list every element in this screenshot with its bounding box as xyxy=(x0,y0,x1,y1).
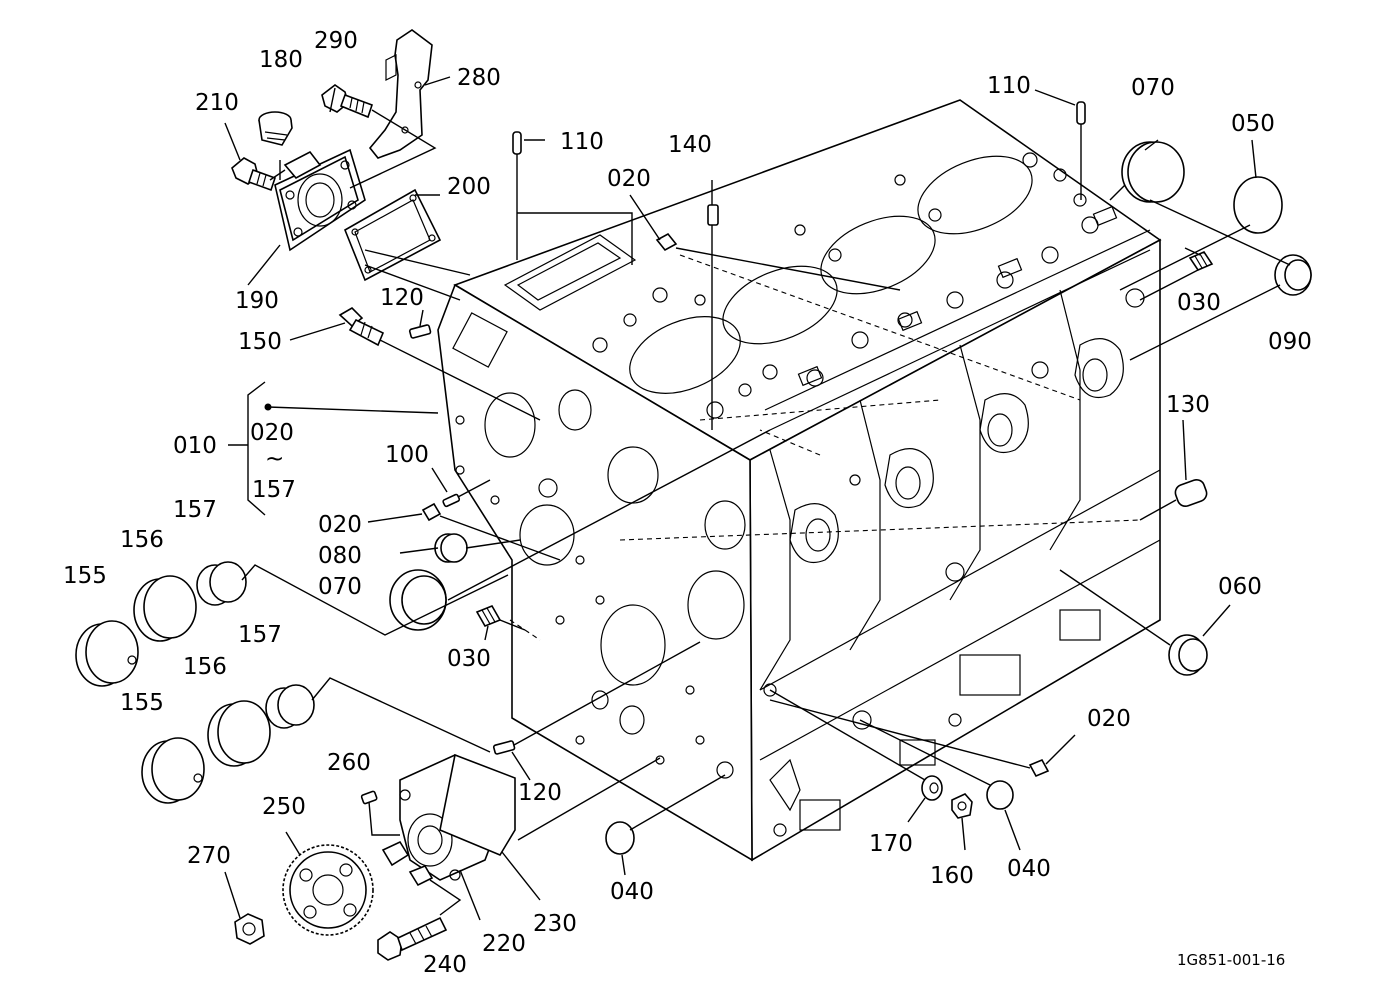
callout-190: 190 xyxy=(235,288,279,314)
callout-155-lower: 155 xyxy=(120,690,164,716)
callout-110-left: 110 xyxy=(560,129,604,155)
callout-030-front: 030 xyxy=(447,646,491,672)
part-156-bushing-upper xyxy=(133,575,197,642)
callout-050: 050 xyxy=(1231,111,1275,137)
part-110-dowel-pin-left xyxy=(512,131,522,155)
callout-180: 180 xyxy=(259,47,303,73)
callout-280: 280 xyxy=(457,65,501,91)
callout-040-right: 040 xyxy=(1007,856,1051,882)
callout-070-front: 070 xyxy=(318,574,362,600)
callout-170: 170 xyxy=(869,831,913,857)
part-110-dowel-pin-right xyxy=(1076,101,1086,125)
part-290-bolt xyxy=(321,84,374,119)
part-080-bush xyxy=(434,533,468,563)
part-140-pin xyxy=(707,204,719,226)
part-240-bolt xyxy=(377,916,448,961)
callout-010: 010 xyxy=(173,433,217,459)
callout-060: 060 xyxy=(1218,574,1262,600)
callout-070-right: 070 xyxy=(1131,75,1175,101)
callout-210: 210 xyxy=(195,90,239,116)
callout-020-front: 020 xyxy=(318,512,362,538)
part-030-plug-front xyxy=(475,604,502,628)
callout-030-right: 030 xyxy=(1177,290,1221,316)
callout-120-upper: 120 xyxy=(380,285,424,311)
figure-code: 1G851-001-16 xyxy=(1177,951,1285,969)
part-040-plug-right xyxy=(986,780,1014,810)
hidden-lines xyxy=(509,254,1141,641)
part-260-key xyxy=(360,790,378,805)
part-150-bolt xyxy=(338,306,385,347)
part-100-pin xyxy=(442,493,461,508)
callout-160: 160 xyxy=(930,863,974,889)
part-160-bolt xyxy=(951,793,973,819)
part-270-nut xyxy=(234,913,265,945)
range-tilde: ~ xyxy=(265,446,284,472)
callout-080: 080 xyxy=(318,543,362,569)
callout-020-top: 020 xyxy=(607,166,651,192)
part-210-bolt xyxy=(231,157,277,192)
callout-260: 260 xyxy=(327,750,371,776)
callout-140: 140 xyxy=(668,132,712,158)
part-157-bushing-upper xyxy=(196,561,247,606)
callout-200: 200 xyxy=(447,174,491,200)
part-170-washer xyxy=(921,775,943,801)
part-030-plug-right xyxy=(1188,251,1214,271)
part-090-seal xyxy=(1274,254,1312,296)
part-230-gasket xyxy=(439,753,516,857)
callout-120-lower: 120 xyxy=(518,780,562,806)
callout-040-front: 040 xyxy=(610,879,654,905)
callout-290: 290 xyxy=(314,28,358,54)
part-020-plug-front xyxy=(421,502,442,522)
callout-labels: 290 180 280 210 200 190 120 150 110 140 … xyxy=(63,28,1312,978)
crankcase-block xyxy=(437,99,1162,862)
part-250-gear xyxy=(282,844,374,936)
callout-020-range-start: 020 xyxy=(250,420,294,446)
part-200-gasket xyxy=(343,188,442,282)
part-070-cap-front xyxy=(389,569,447,631)
part-050-plug xyxy=(1233,176,1283,234)
part-155-bushing-upper xyxy=(75,620,139,687)
callout-155-upper: 155 xyxy=(63,563,107,589)
callout-157-range-end: 157 xyxy=(252,477,296,503)
callout-020-right: 020 xyxy=(1087,706,1131,732)
part-040-plug-front xyxy=(605,821,635,855)
part-120-pin-lower xyxy=(492,740,516,755)
part-070-cap-right xyxy=(1121,141,1185,203)
callout-157-lower: 157 xyxy=(238,622,282,648)
callout-156-upper: 156 xyxy=(120,527,164,553)
callout-270: 270 xyxy=(187,843,231,869)
leader-lines xyxy=(224,76,1291,921)
callout-110-right: 110 xyxy=(987,73,1031,99)
part-157-bushing-lower xyxy=(265,684,315,729)
callout-156-lower: 156 xyxy=(183,654,227,680)
callout-240: 240 xyxy=(423,952,467,978)
callout-130: 130 xyxy=(1166,392,1210,418)
part-190-thermostat-housing xyxy=(274,148,366,252)
callout-220: 220 xyxy=(482,931,526,957)
part-280-bracket xyxy=(368,29,433,159)
part-060-seal xyxy=(1168,634,1208,676)
callout-090: 090 xyxy=(1268,329,1312,355)
part-180-plug xyxy=(258,111,293,146)
callout-250: 250 xyxy=(262,794,306,820)
part-155-bushing-lower xyxy=(141,737,205,804)
part-120-pin-upper xyxy=(408,324,432,339)
callout-157-upper: 157 xyxy=(173,497,217,523)
callout-150: 150 xyxy=(238,329,282,355)
range-bracket-010 xyxy=(228,381,272,516)
part-020-plug-right xyxy=(1028,758,1050,778)
callout-100: 100 xyxy=(385,442,429,468)
part-130-plug xyxy=(1174,478,1208,508)
part-020-plug-top xyxy=(655,232,678,252)
part-156-bushing-lower xyxy=(207,700,271,767)
callout-230: 230 xyxy=(533,911,577,937)
